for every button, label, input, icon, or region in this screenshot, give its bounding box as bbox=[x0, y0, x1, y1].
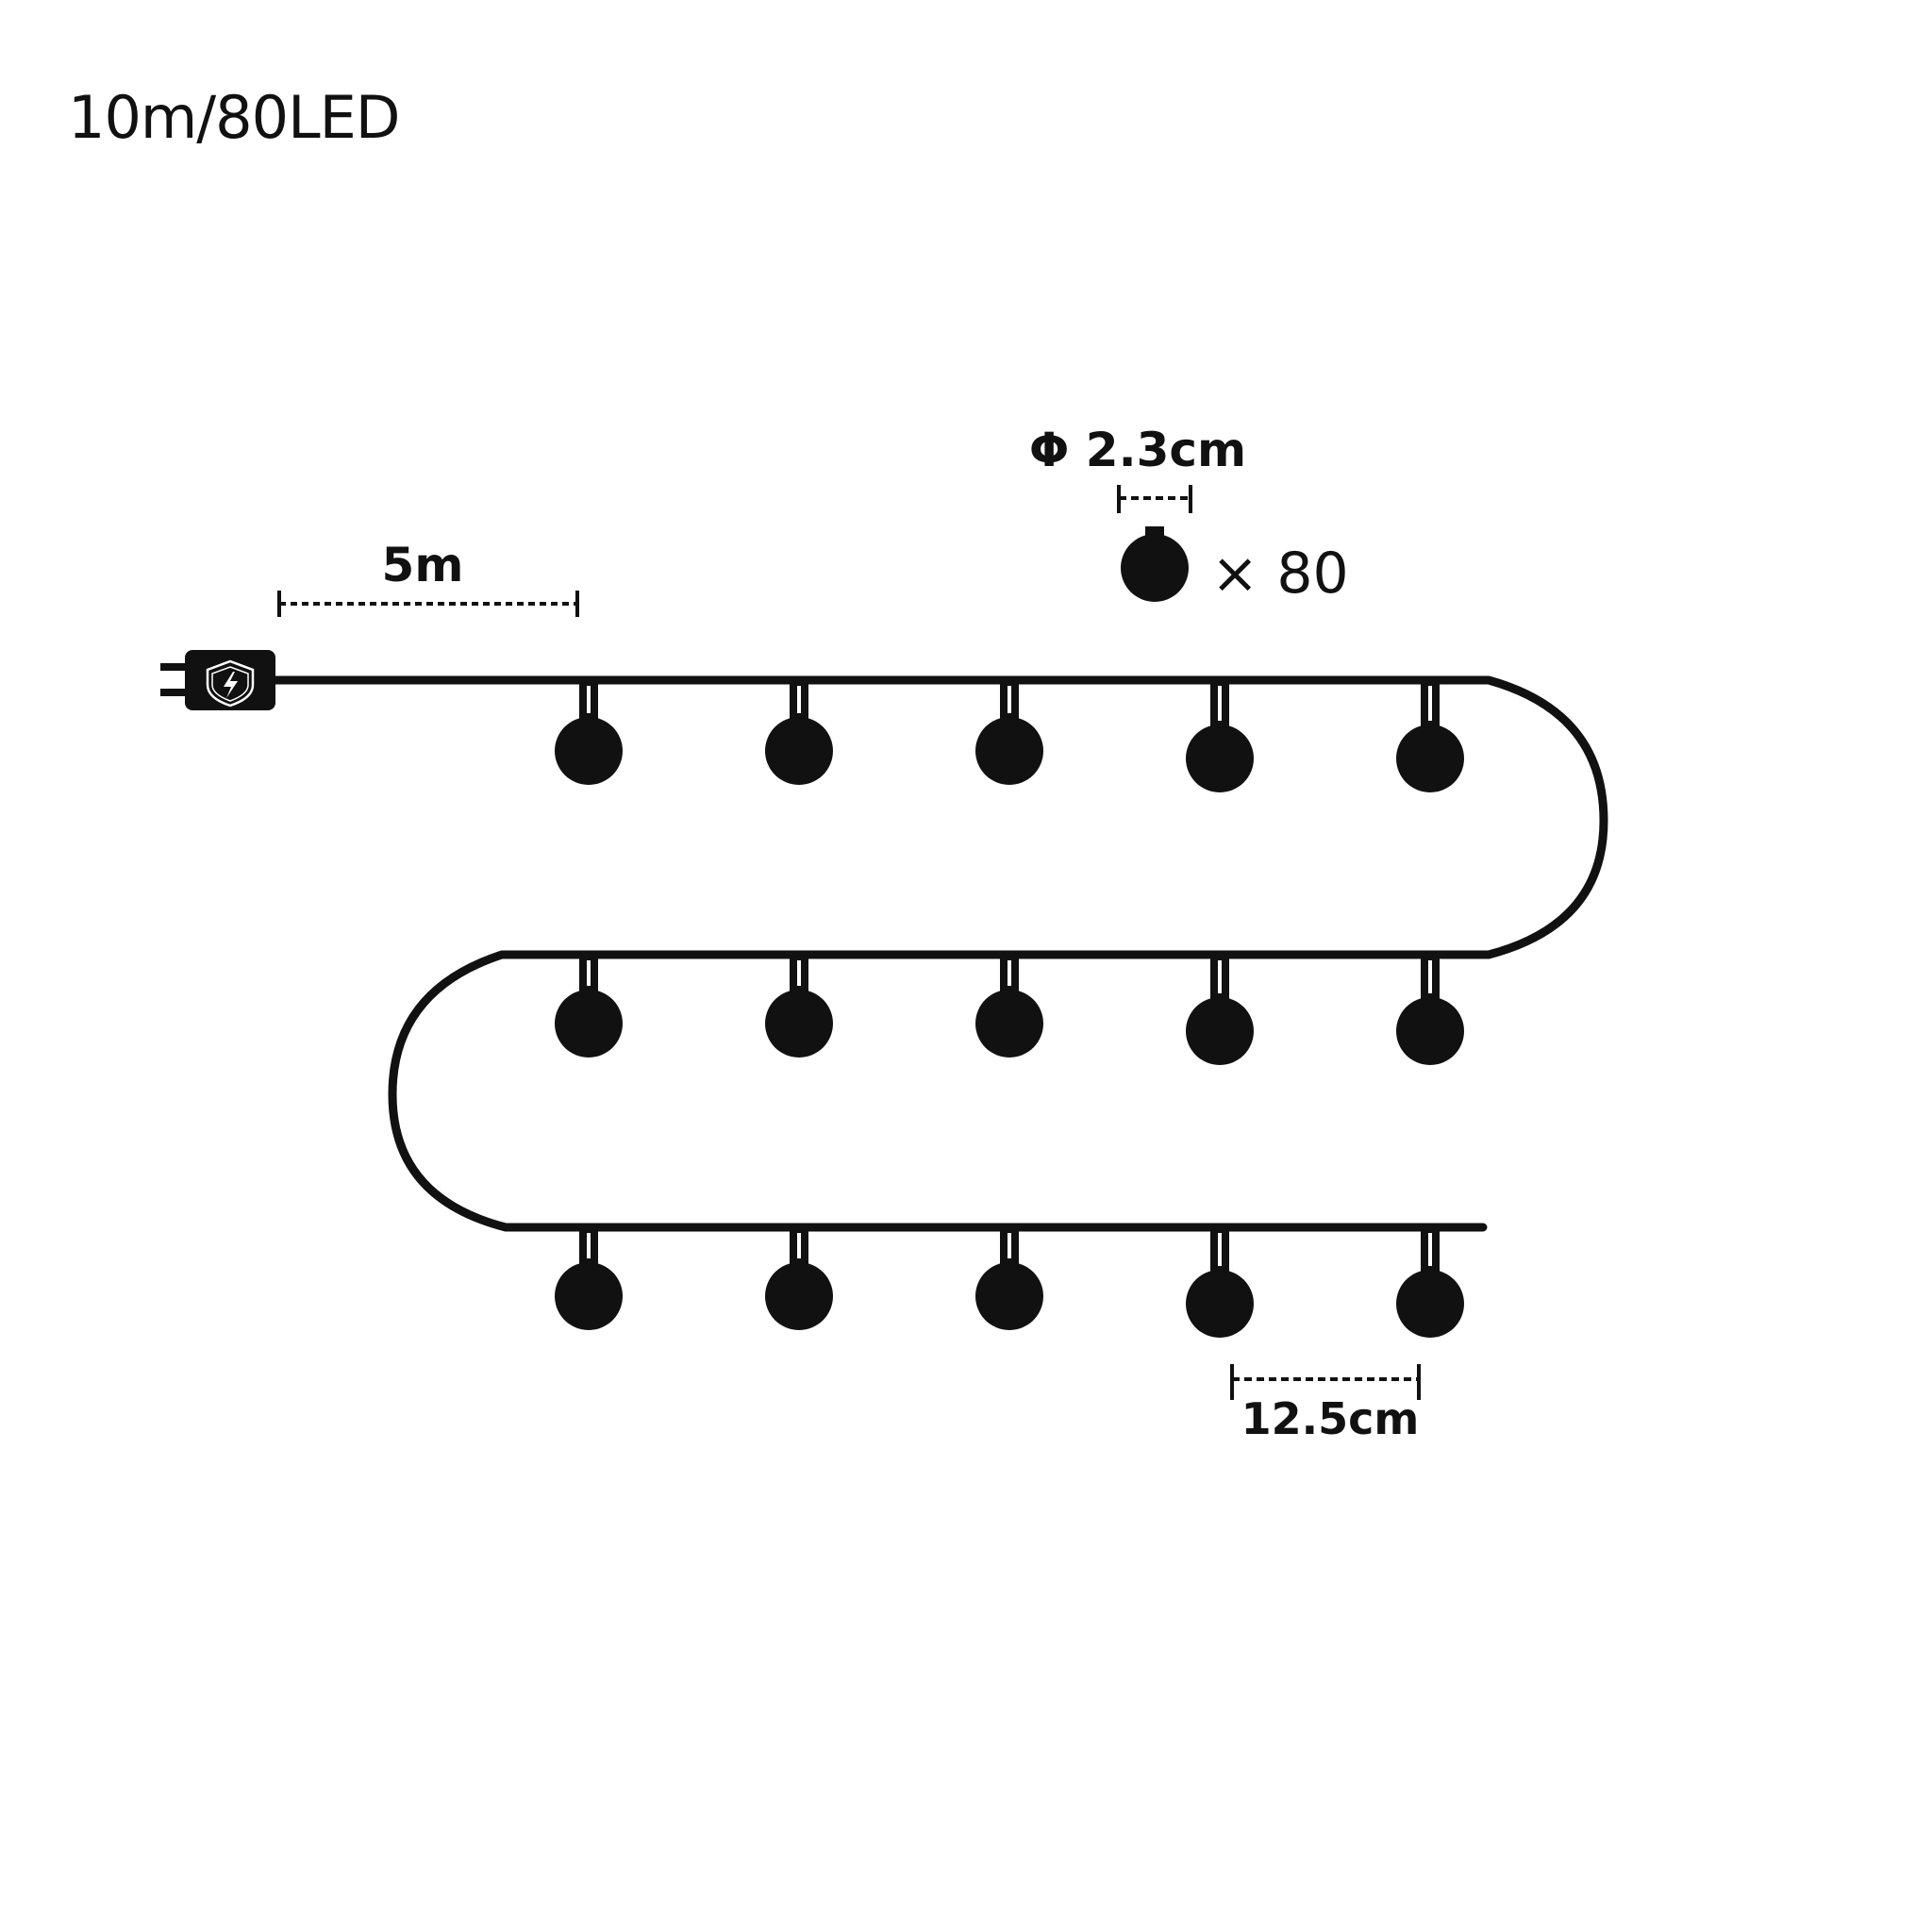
lead-length-dimension: 5m bbox=[277, 538, 579, 617]
bulb bbox=[1396, 958, 1464, 1065]
bulb bbox=[1396, 684, 1464, 792]
bulb bbox=[1186, 1231, 1254, 1338]
power-plug bbox=[160, 650, 275, 710]
bulb bbox=[1396, 1231, 1464, 1338]
bulb bbox=[765, 1231, 833, 1330]
bulb bbox=[555, 958, 623, 1058]
shield-lightning-icon bbox=[206, 659, 255, 708]
cable bbox=[271, 675, 1608, 1232]
bulb bbox=[555, 1231, 623, 1330]
bulb-spacing-label: 12.5cm bbox=[1241, 1393, 1420, 1444]
bulb bbox=[765, 958, 833, 1058]
diagram-title: 10m/80LED bbox=[68, 83, 401, 152]
bulb bbox=[555, 684, 623, 785]
bulb bbox=[975, 684, 1043, 785]
lead-length-label: 5m bbox=[382, 538, 464, 592]
bulb-diameter-dimension: Φ 2.3cm bbox=[1029, 423, 1246, 513]
bulb bbox=[975, 958, 1043, 1058]
bulb bbox=[1186, 684, 1254, 792]
bulb-group bbox=[555, 684, 1464, 1338]
bulb-diameter-label: Φ 2.3cm bbox=[1029, 423, 1246, 477]
sample-bulb-icon bbox=[1121, 526, 1189, 602]
bulb-count-label: × 80 bbox=[1211, 541, 1349, 607]
bulb-spacing-dimension: 12.5cm bbox=[1230, 1364, 1421, 1444]
bulb bbox=[1186, 958, 1254, 1065]
bulb bbox=[765, 684, 833, 785]
bulb bbox=[975, 1231, 1043, 1330]
